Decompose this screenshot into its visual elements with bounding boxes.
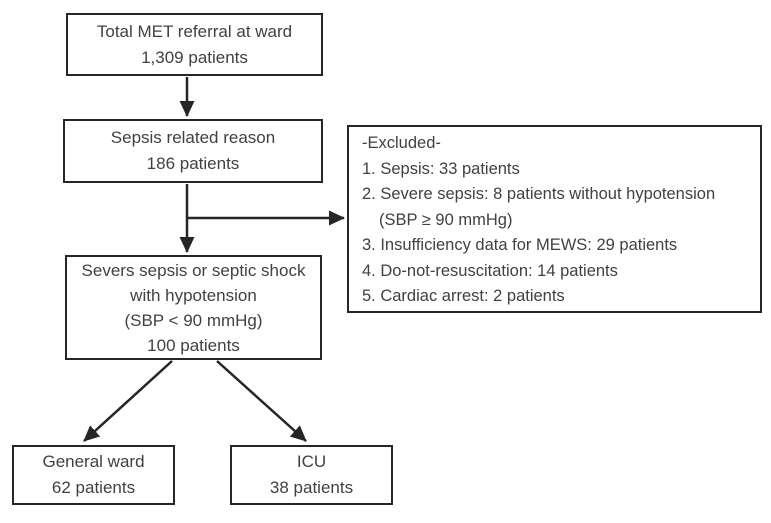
node-total-met-referral: Total MET referral at ward 1,309 patient… xyxy=(66,13,323,76)
node-sepsis-related-reason: Sepsis related reason 186 patients xyxy=(63,119,323,183)
excluded-item: 5. Cardiac arrest: 2 patients xyxy=(362,287,565,305)
arrow-severe-to-general-ward xyxy=(83,360,173,442)
arrow-severe-to-icu xyxy=(216,360,307,442)
node-line: 62 patients xyxy=(51,478,136,497)
node-line: (SBP < 90 mmHg) xyxy=(124,310,263,330)
excluded-title: -Excluded- xyxy=(362,134,441,152)
node-severe-sepsis-septic-shock: Severs sepsis or septic shock with hypot… xyxy=(65,255,322,360)
node-line: 38 patients xyxy=(269,478,354,497)
node-icu: ICU 38 patients xyxy=(230,445,393,505)
node-line: 1,309 patients xyxy=(141,47,248,67)
node-line: 186 patients xyxy=(146,154,240,173)
node-excluded-list: -Excluded- 1. Sepsis: 33 patients 2. Sev… xyxy=(347,125,762,313)
node-line: ICU xyxy=(296,452,327,471)
node-line: Total MET referral at ward xyxy=(96,21,293,41)
excluded-item: 1. Sepsis: 33 patients xyxy=(362,159,520,178)
node-general-ward: General ward 62 patients xyxy=(12,445,175,505)
node-line: General ward xyxy=(42,452,145,471)
excluded-item: 2. Severe sepsis: 8 patients without hyp… xyxy=(362,185,716,203)
excluded-item: 3. Insufficiency data for MEWS: 29 patie… xyxy=(362,236,678,254)
node-line: Sepsis related reason xyxy=(110,128,276,147)
excluded-item: 4. Do-not-resuscitation: 14 patients xyxy=(362,261,618,280)
node-line: 100 patients xyxy=(147,335,240,355)
node-line: with hypotension xyxy=(130,285,257,305)
excluded-item-continuation: (SBP ≥ 90 mmHg) xyxy=(379,210,513,229)
node-line: Severs sepsis or septic shock xyxy=(81,260,306,280)
